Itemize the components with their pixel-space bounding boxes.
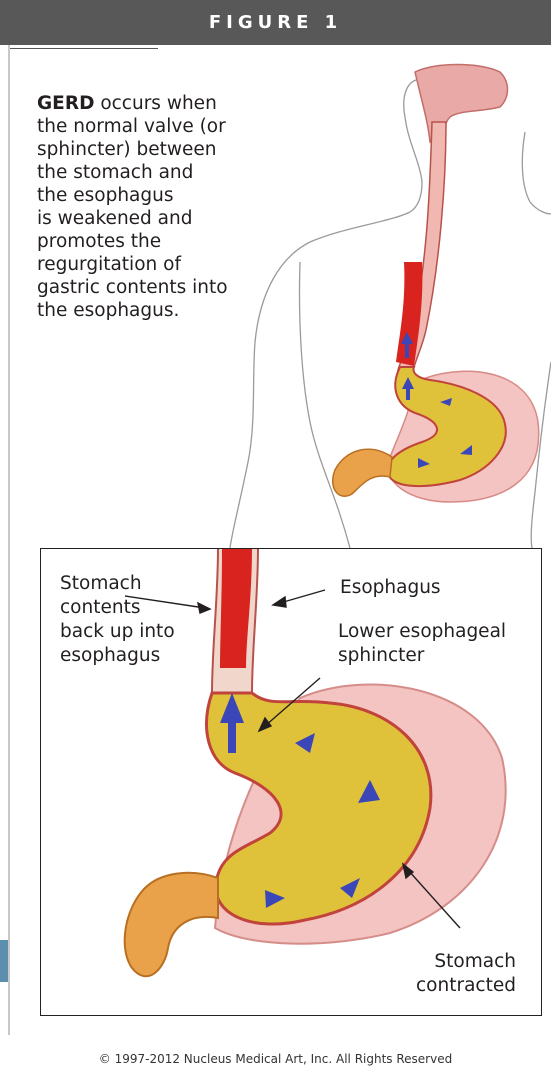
label-stomach-contents: Stomach contents back up into esophagus [60,572,175,668]
label-line: Stomach [416,950,516,974]
label-line: contracted [416,974,516,998]
label-line: sphincter [338,644,506,668]
throat-region [415,65,508,143]
copyright-credit: © 1997-2012 Nucleus Medical Art, Inc. Al… [0,1052,551,1066]
left-border-line [8,45,10,1035]
gerd-term: GERD [37,93,94,114]
intestine [333,449,392,496]
figure-title: FIGURE 1 [209,12,342,33]
side-tab-marker [0,940,8,982]
header-underline [10,48,158,49]
label-line: Stomach [60,572,175,596]
label-line: esophagus [60,644,175,668]
label-line: Lower esophageal [338,620,506,644]
body-anatomy-figure [160,62,551,548]
label-sphincter: Lower esophageal sphincter [338,620,506,668]
label-stomach-contracted: Stomach contracted [416,950,516,998]
figure-header: FIGURE 1 [0,0,551,45]
label-esophagus: Esophagus [340,576,441,600]
label-line: back up into [60,620,175,644]
label-line: contents [60,596,175,620]
detail-intestine [125,873,218,976]
